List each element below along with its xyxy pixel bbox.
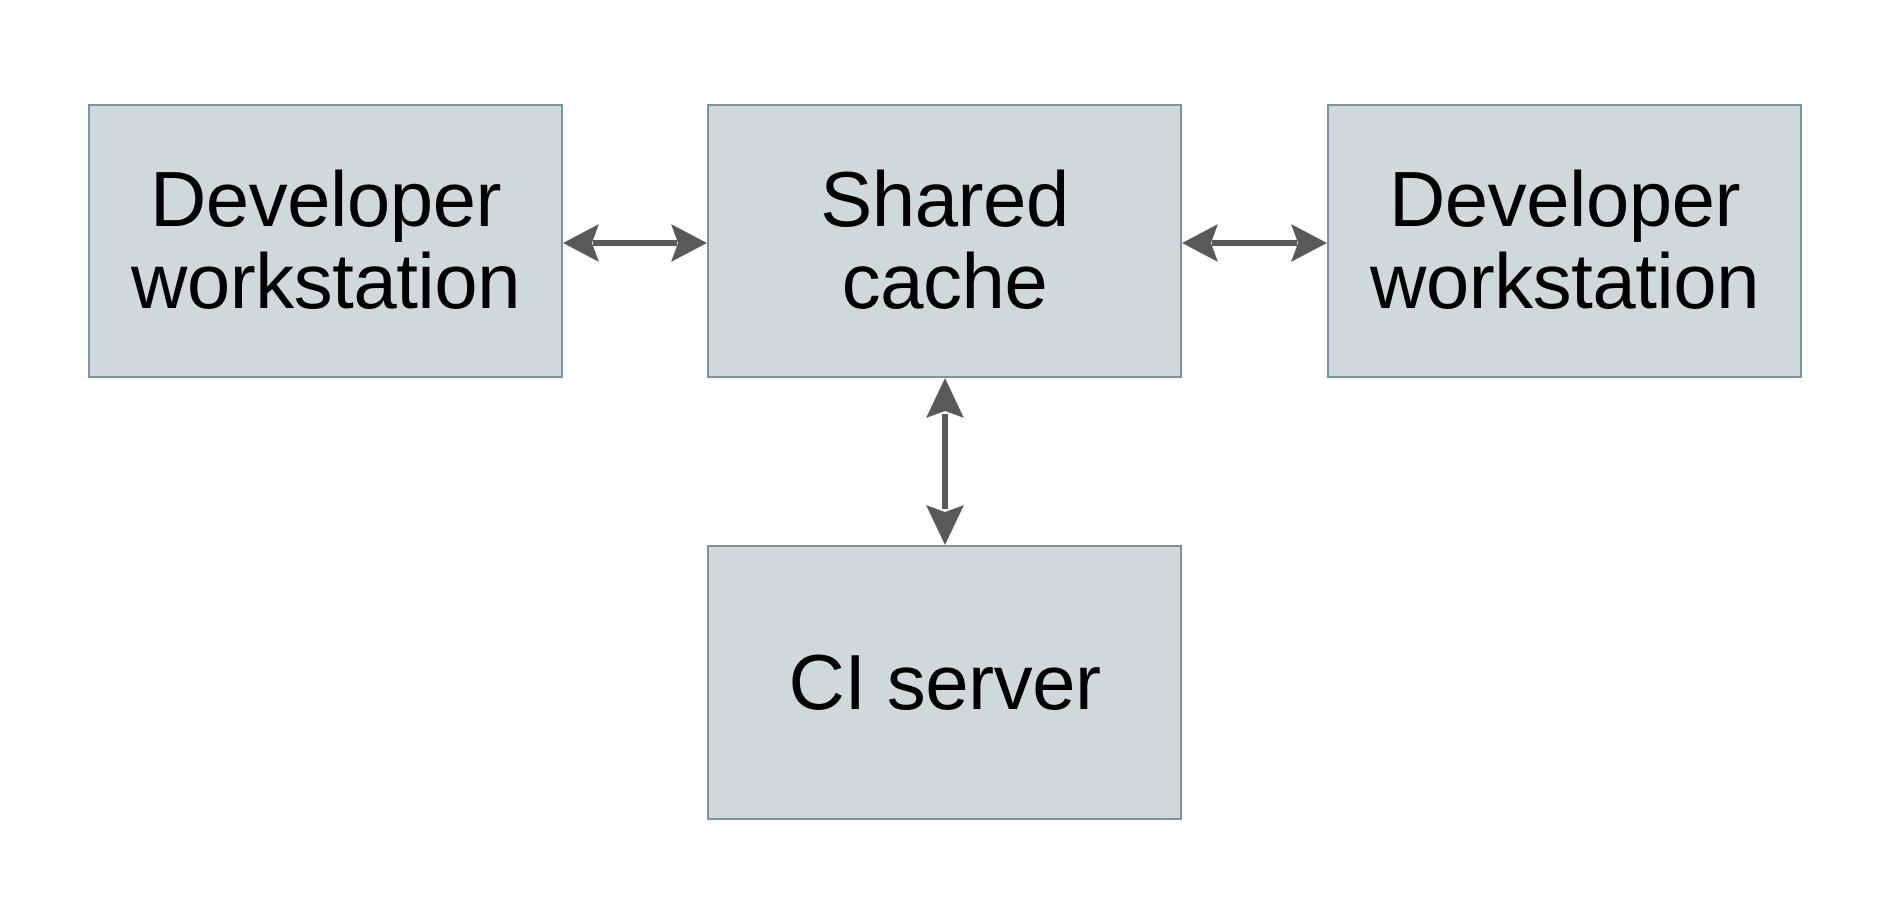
node-label: Developer workstation xyxy=(1370,155,1760,325)
edge-cache-to-right-workstation[interactable] xyxy=(1182,213,1327,273)
node-developer-workstation-left[interactable]: Developer workstation xyxy=(88,104,563,378)
edge-left-workstation-to-cache[interactable] xyxy=(563,213,707,273)
node-label: Developer workstation xyxy=(131,155,521,325)
node-shared-cache[interactable]: Shared cache xyxy=(707,104,1182,378)
edge-cache-to-ci-server[interactable] xyxy=(915,378,975,545)
double-arrow-horizontal-icon xyxy=(563,224,707,262)
double-arrow-vertical-icon xyxy=(926,378,964,545)
double-arrow-horizontal-icon xyxy=(1182,224,1327,262)
node-label: Shared cache xyxy=(820,155,1069,325)
node-developer-workstation-right[interactable]: Developer workstation xyxy=(1327,104,1802,378)
node-ci-server[interactable]: CI server xyxy=(707,545,1182,820)
node-label: CI server xyxy=(788,637,1101,726)
